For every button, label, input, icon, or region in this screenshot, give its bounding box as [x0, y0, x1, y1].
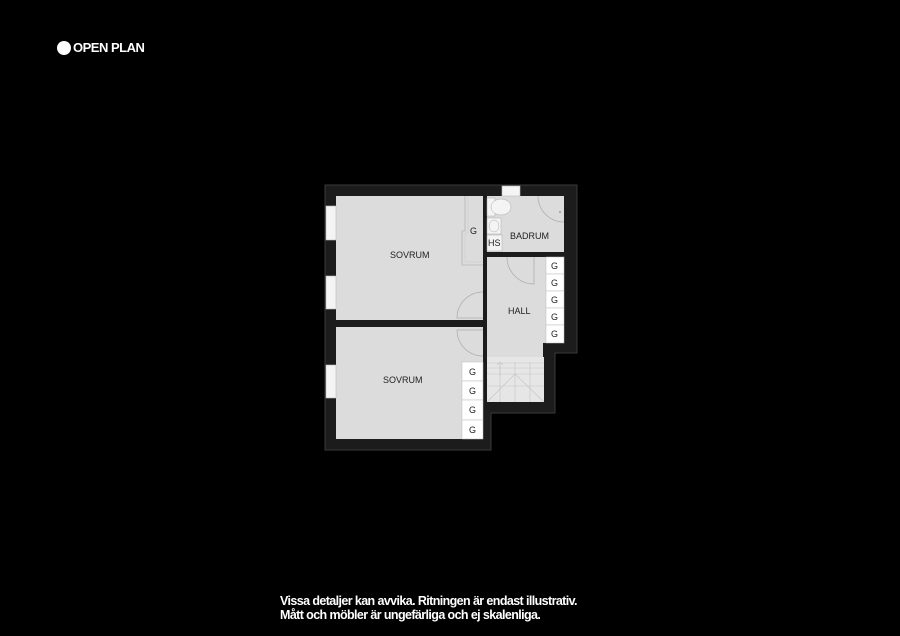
window-left-2 [325, 275, 337, 310]
staircase [486, 361, 545, 403]
stair-arrow-icon [496, 361, 504, 376]
svg-text:G: G [469, 425, 476, 435]
circle-logo-icon [57, 40, 71, 55]
svg-text:G: G [469, 386, 476, 396]
sink-icon [488, 219, 500, 233]
room-label-bathroom: BADRUM [510, 231, 549, 241]
svg-text:G: G [551, 329, 558, 339]
svg-text:G: G [551, 295, 558, 305]
wall-hall-left-top [483, 196, 487, 292]
room-label-hall: HALL [508, 306, 531, 316]
shower-curve [537, 195, 565, 223]
wall-hall-left-bottom [483, 356, 487, 440]
svg-text:G: G [469, 367, 476, 377]
door-bedroom-2 [456, 329, 484, 357]
window-top-bath [501, 185, 521, 197]
svg-text:G: G [551, 312, 558, 322]
door-bedroom-1 [456, 291, 484, 319]
hall-wardrobes: G G G G G [545, 256, 565, 344]
svg-text:G: G [469, 405, 476, 415]
bedroom-2-wardrobes: G G G G [461, 361, 484, 440]
shower-drain-icon [559, 211, 561, 213]
wall-bath-bottom-left [487, 252, 507, 257]
disclaimer-line-2: Mått och möbler är ungefärliga och ej sk… [280, 608, 541, 622]
disclaimer-line-1: Vissa detaljer kan avvika. Ritningen är … [280, 594, 578, 608]
logo-text: OPEN PLAN [73, 40, 145, 55]
linen-closet-label: HS [488, 238, 501, 248]
window-left-3 [325, 364, 337, 399]
disclaimer: Vissa detaljer kan avvika. Ritningen är … [280, 594, 670, 622]
stair-area [487, 357, 544, 402]
bedroom-1-wardrobe [461, 196, 483, 266]
wall-bath-bottom-right [534, 252, 564, 257]
door-bathroom [506, 256, 535, 285]
bedroom-1-floor [336, 196, 483, 320]
room-label-bedroom-2: SOVRUM [383, 375, 423, 385]
wall-bedrooms-divider [336, 320, 487, 326]
window-left-1 [325, 205, 337, 241]
linen-closet [486, 234, 503, 252]
brand-logo: OPEN PLAN [57, 40, 145, 55]
toilet-bowl-icon [490, 198, 512, 216]
svg-text:G: G [551, 278, 558, 288]
bedroom-1-wardrobe-label: G [470, 226, 477, 236]
room-label-bedroom-1: SOVRUM [390, 250, 430, 260]
bedroom-2-floor [336, 327, 483, 439]
wall-hall-left-mid [483, 318, 487, 328]
svg-text:G: G [551, 261, 558, 271]
